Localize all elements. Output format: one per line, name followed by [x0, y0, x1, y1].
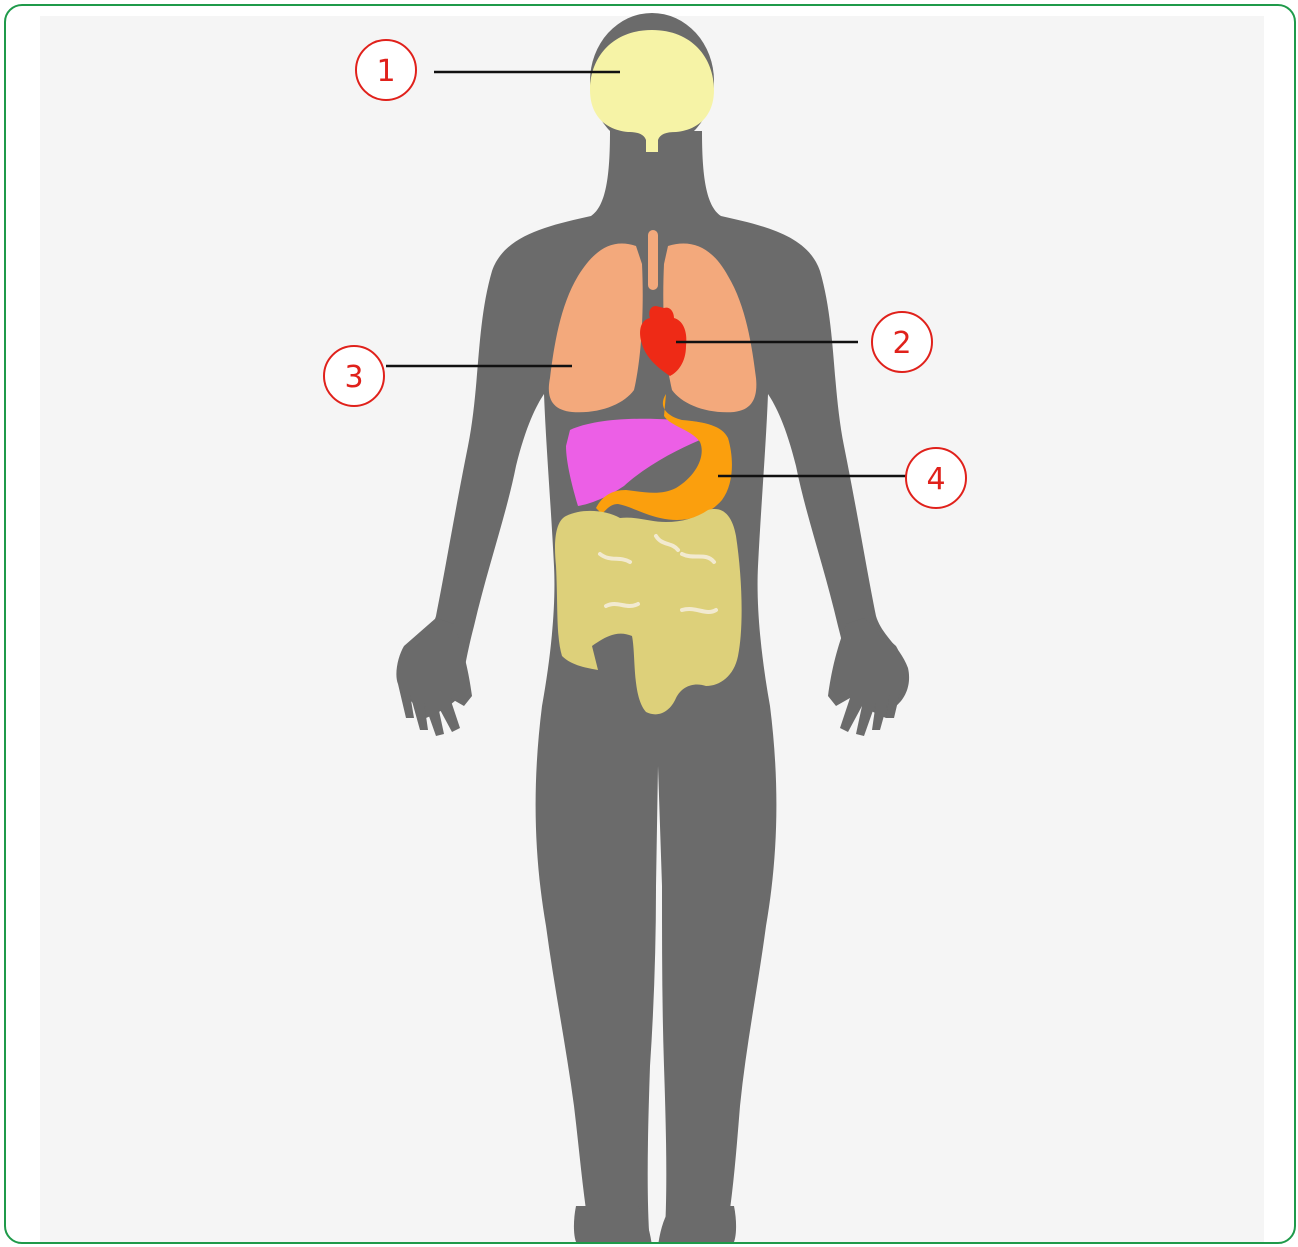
callout-3: 3 — [324, 346, 384, 406]
trachea — [648, 230, 658, 290]
human-body-diagram: 1 2 3 4 — [6, 6, 1296, 1244]
callout-number: 4 — [926, 462, 945, 497]
right-foot — [658, 1206, 736, 1244]
diagram-frame: 1 2 3 4 — [4, 4, 1296, 1244]
callout-2: 2 — [872, 312, 932, 372]
callout-number: 3 — [344, 360, 363, 395]
callout-number: 1 — [376, 54, 395, 89]
callout-4: 4 — [906, 448, 966, 508]
callout-1: 1 — [356, 40, 416, 100]
left-foot — [574, 1206, 652, 1244]
callout-number: 2 — [892, 326, 911, 361]
